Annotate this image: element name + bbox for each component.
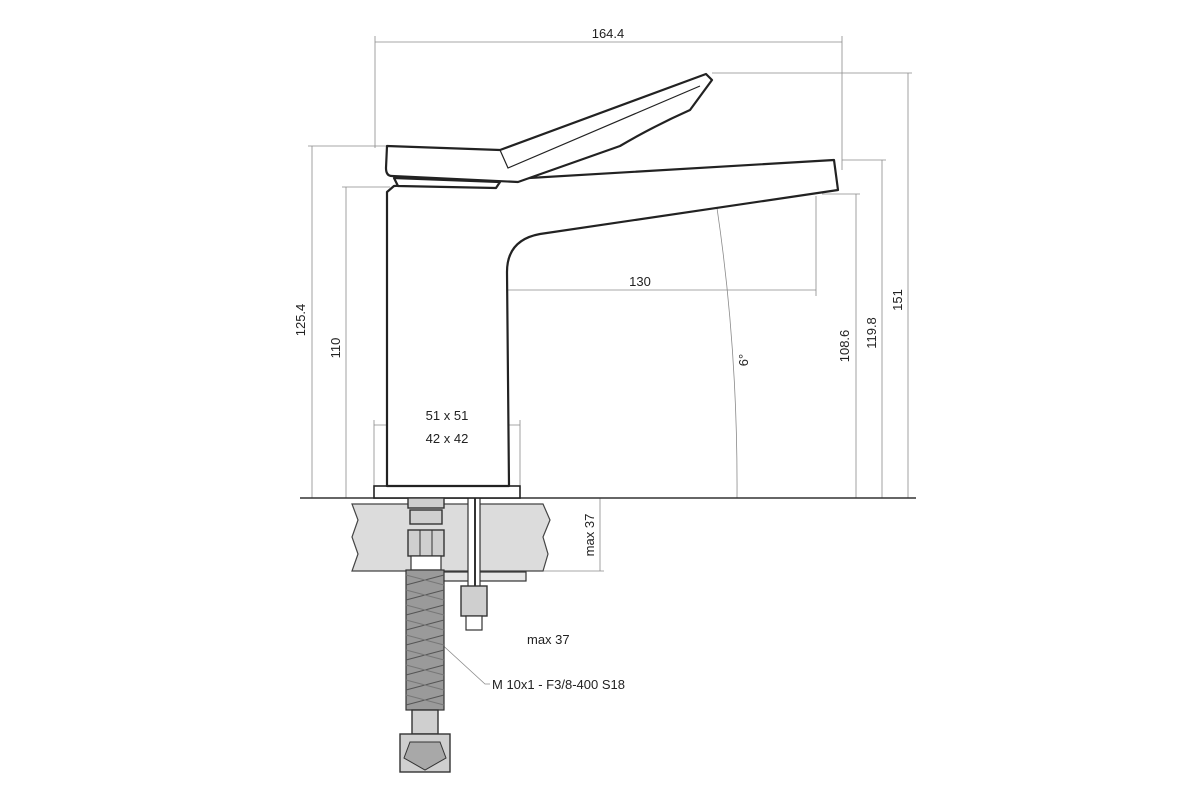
dimension-labels: 164.4 130 51 x 51 42 x 42 125.4 110 108.… [293, 26, 905, 692]
label-spout-height: 108.6 [837, 330, 852, 363]
label-counter-thickness: max 37 [582, 514, 597, 557]
label-total-height: 151 [890, 289, 905, 311]
lever-edge [499, 85, 701, 169]
label-counter-note: max 37 [527, 632, 570, 647]
faucet-body [385, 158, 840, 488]
lever-handle [384, 72, 714, 184]
counter-section [351, 503, 551, 572]
label-body-height: 110 [328, 338, 343, 359]
label-overall-width: 164.4 [592, 26, 625, 41]
cartridge-collar [392, 176, 502, 190]
base-ring [373, 485, 521, 499]
label-spout-reach: 130 [629, 274, 651, 289]
label-base-inner: 42 x 42 [426, 431, 469, 446]
label-hose-spec: M 10x1 - F3/8-400 S18 [492, 677, 625, 692]
label-lever-top-height: 125.4 [293, 304, 308, 337]
connection-hose [399, 497, 451, 773]
label-base-outer: 51 x 51 [426, 408, 469, 423]
label-angle: 6° [736, 354, 751, 366]
label-spout-tip-height: 119.8 [864, 317, 879, 349]
